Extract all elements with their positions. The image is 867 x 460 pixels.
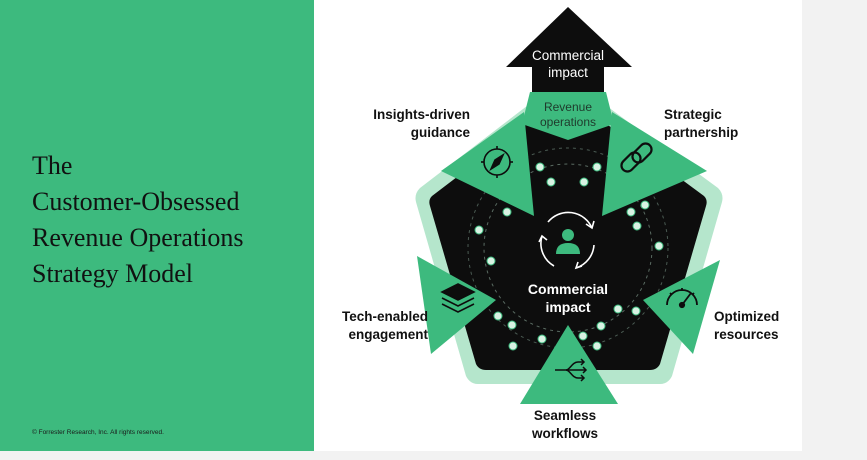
label-line: Optimized xyxy=(714,309,780,324)
insights-driven-label: Insights-driven guidance xyxy=(340,106,470,142)
label-line: resources xyxy=(714,327,779,342)
compass-icon xyxy=(481,146,513,178)
revenue-operations-segment xyxy=(522,92,614,140)
label-line: Insights-driven xyxy=(373,107,470,122)
slide-title: The Customer-Obsessed Revenue Operations… xyxy=(32,148,244,292)
title-line: Customer-Obsessed xyxy=(32,187,240,216)
orbit-dots xyxy=(474,162,664,351)
arrow-label-line: Commercial xyxy=(532,48,604,63)
arrow-label-line: impact xyxy=(548,65,588,80)
segment-label-line: operations xyxy=(540,115,596,129)
insights-driven-segment xyxy=(441,112,534,216)
commercial-impact-arrow xyxy=(506,7,632,120)
layers-icon xyxy=(440,283,476,313)
label-line: workflows xyxy=(531,426,598,441)
orbit-ring xyxy=(483,163,653,333)
label-line: engagement xyxy=(348,327,428,342)
seamless-workflows-segment xyxy=(520,325,618,404)
cycle-person-icon xyxy=(538,211,595,270)
slide: The Customer-Obsessed Revenue Operations… xyxy=(0,0,802,451)
copyright-notice: © Forrester Research, Inc. All rights re… xyxy=(32,429,164,436)
link-icon xyxy=(620,142,653,173)
label-line: guidance xyxy=(410,125,470,140)
segment-label-line: Revenue xyxy=(544,100,592,114)
tech-enabled-label: Tech-enabled engagement xyxy=(300,308,428,344)
flow-icon xyxy=(555,358,588,382)
label-line: partnership xyxy=(664,125,739,140)
center-label-line: Commercial xyxy=(528,281,608,297)
person-icon xyxy=(556,229,580,254)
title-line: The xyxy=(32,151,73,180)
strategic-partnership-segment xyxy=(602,112,707,216)
strategy-model-diagram: Commercial impact Revenue operations xyxy=(415,7,723,404)
strategic-partnership-label: Strategic partnership xyxy=(664,106,738,142)
gauge-icon xyxy=(666,288,698,309)
seamless-workflows-label: Seamless workflows xyxy=(510,407,620,443)
label-line: Strategic xyxy=(664,107,722,122)
label-line: Tech-enabled xyxy=(341,309,428,324)
optimized-resources-label: Optimized resources xyxy=(714,308,779,344)
title-line: Revenue Operations xyxy=(32,223,244,252)
title-panel: The Customer-Obsessed Revenue Operations… xyxy=(0,0,314,451)
label-line: Seamless xyxy=(533,408,597,423)
title-line: Strategy Model xyxy=(32,259,194,288)
center-label-line: impact xyxy=(545,299,590,315)
